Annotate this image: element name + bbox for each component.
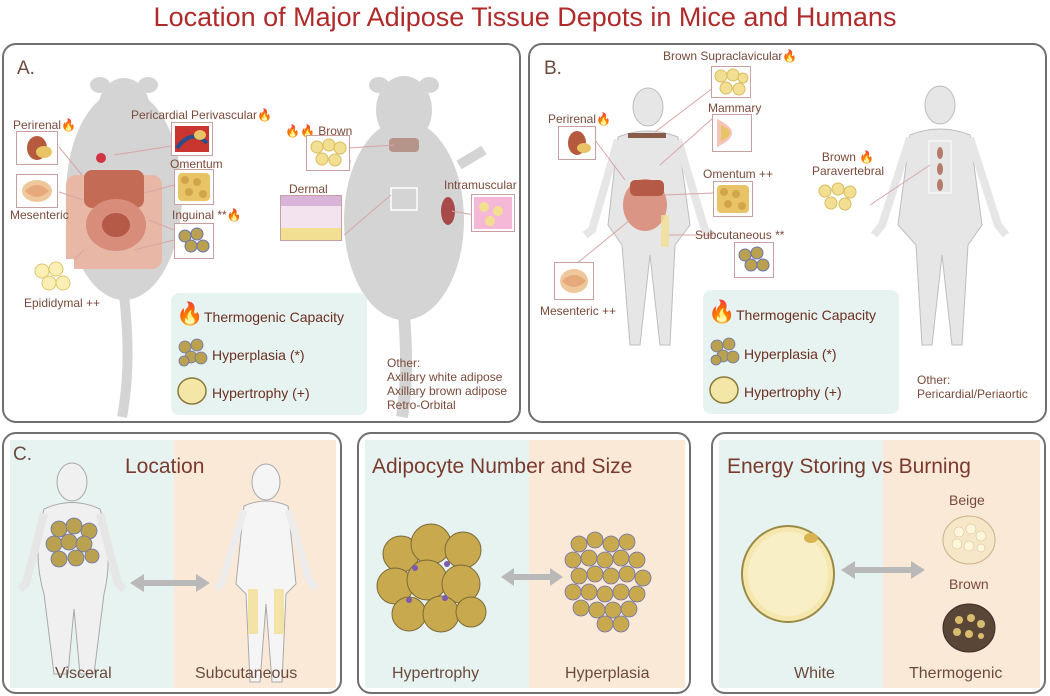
- hypertrophy-label: Hypertrophy: [392, 665, 480, 682]
- inguinal-thumbnail: [174, 223, 214, 259]
- panel-b: B. Brown S: [528, 43, 1047, 423]
- label-epididymal: Epididymal ++: [24, 296, 101, 310]
- flame-icon: 🔥: [226, 208, 242, 222]
- legend-b-hypertrophy: Hypertrophy (+): [744, 384, 842, 400]
- legend-hypertrophy: Hypertrophy (+): [212, 385, 310, 401]
- paravertebral-thumbnail: [815, 179, 861, 215]
- label-omentum-b: Omentum ++: [703, 167, 774, 181]
- panel-a-illustration: [58, 76, 487, 418]
- hyperplasia-cluster-icon: [178, 338, 208, 367]
- perirenal-b-thumbnail: [558, 126, 596, 160]
- location-illustration: [17, 462, 319, 683]
- omentum-b-thumbnail: [713, 181, 753, 217]
- flame-icon: 🔥: [782, 49, 798, 63]
- hyperplastic-adipocyte-cluster: [564, 531, 652, 633]
- epididymal-thumbnail: [32, 259, 74, 295]
- double-arrow-icon: [130, 574, 210, 592]
- omentum-thumbnail: [174, 169, 214, 205]
- brown-thumbnail: [306, 135, 350, 171]
- label-brown-paravertebral: Brown 🔥 Paravertebral: [812, 150, 885, 178]
- panel-c-label: C.: [13, 444, 32, 465]
- lean-human-silhouette: [213, 463, 319, 683]
- label-subcutaneous: Subcutaneous **: [695, 228, 785, 242]
- hypertrophic-adipocyte-cluster: [376, 523, 487, 633]
- obese-human-silhouette: [17, 462, 127, 675]
- number-size-illustration: [376, 523, 652, 633]
- label-mesenteric-b: Mesenteric ++: [540, 304, 617, 318]
- hyperplasia-cluster-icon: [710, 337, 740, 366]
- double-arrow-icon: [841, 561, 925, 579]
- subcutaneous-thumbnail: [734, 242, 774, 278]
- label-intramuscular: Intramuscular: [444, 178, 517, 192]
- label-mesenteric: Mesenteric: [10, 208, 69, 222]
- label-mammary: Mammary: [708, 101, 762, 115]
- beige-adipocyte-icon: [942, 515, 996, 565]
- panel-a: A.: [2, 43, 521, 423]
- double-arrow-icon: [501, 568, 563, 586]
- beige-label: Beige: [949, 492, 985, 508]
- legend-b: 🔥 Thermogenic Capacity Hyperplasia (*) H…: [703, 290, 899, 414]
- brown-adipocyte-icon: [942, 603, 996, 653]
- panel-b-illustration: [574, 85, 1010, 346]
- adipocyte-icon: [177, 377, 207, 405]
- mesenteric-thumbnail: [16, 174, 58, 208]
- label-dermal: Dermal: [289, 182, 328, 196]
- panel-a-label: A.: [17, 58, 35, 79]
- subcutaneous-label: Subcutaneous: [195, 665, 298, 682]
- flame-icon: 🔥: [708, 299, 736, 324]
- label-omentum: Omentum: [170, 157, 223, 171]
- pericardial-thumbnail: [171, 122, 213, 156]
- other-list-a: Other: Axillary white adipose Axillary b…: [387, 356, 508, 412]
- intramuscular-thumbnail: [471, 194, 515, 232]
- label-brown: 🔥🔥 Brown: [285, 124, 353, 138]
- legend-thermogenic: Thermogenic Capacity: [204, 309, 345, 325]
- visceral-label: Visceral: [55, 665, 112, 682]
- panel-c-location: C. Location Visceral Subcutaneous: [2, 432, 342, 694]
- white-label: White: [794, 665, 835, 682]
- panel-c-energy: Energy Storing vs Burning Beige Brown: [711, 432, 1046, 694]
- legend-b-hyperplasia: Hyperplasia (*): [744, 346, 837, 362]
- mammary-thumbnail: [712, 114, 752, 152]
- flame-icon: 🔥: [596, 112, 611, 126]
- flame-icon: 🔥: [176, 301, 204, 326]
- flame-icon: 🔥🔥: [285, 124, 315, 138]
- location-title: Location: [125, 455, 205, 478]
- label-inguinal: Inguinal **🔥: [172, 208, 242, 222]
- flame-icon: 🔥: [61, 118, 76, 132]
- perirenal-thumbnail: [16, 131, 58, 165]
- page-title: Location of Major Adipose Tissue Depots …: [153, 2, 897, 32]
- legend-hyperplasia: Hyperplasia (*): [212, 347, 305, 363]
- label-perirenal-b: Perirenal🔥: [548, 112, 611, 126]
- label-pericardial-perivascular: Pericardial Perivascular🔥: [131, 108, 272, 122]
- brown-label: Brown: [949, 576, 989, 592]
- visceral-fat-cluster: [45, 517, 100, 568]
- legend-a: 🔥 Thermogenic Capacity Hyperplasia (*) H…: [171, 293, 367, 415]
- adipocyte-icon: [709, 376, 739, 404]
- hyperplasia-label: Hyperplasia: [565, 665, 650, 682]
- number-size-title: Adipocyte Number and Size: [372, 455, 633, 478]
- label-brown-supraclavicular: Brown Supraclavicular🔥: [663, 49, 798, 63]
- energy-illustration: [741, 515, 996, 653]
- flame-icon: 🔥: [859, 150, 875, 164]
- legend-b-thermogenic: Thermogenic Capacity: [736, 307, 877, 323]
- panel-b-label: B.: [544, 58, 562, 79]
- label-perirenal: Perirenal🔥: [13, 118, 76, 132]
- mesenteric-b-thumbnail: [554, 262, 594, 300]
- other-list-b: Other: Pericardial/Periaortic: [917, 373, 1028, 401]
- human-front-silhouette: [582, 87, 715, 346]
- energy-title: Energy Storing vs Burning: [727, 455, 971, 478]
- thermogenic-label: Thermogenic: [909, 665, 1003, 682]
- flame-icon: 🔥: [257, 108, 272, 122]
- white-adipocyte-icon: [741, 525, 835, 623]
- human-back-silhouette: [870, 85, 1010, 346]
- panel-c-number-size: Adipocyte Number and Size Hypertrophy Hy…: [357, 432, 691, 694]
- dermal-thumbnail: [280, 195, 342, 241]
- supraclavicular-thumbnail: [711, 66, 751, 98]
